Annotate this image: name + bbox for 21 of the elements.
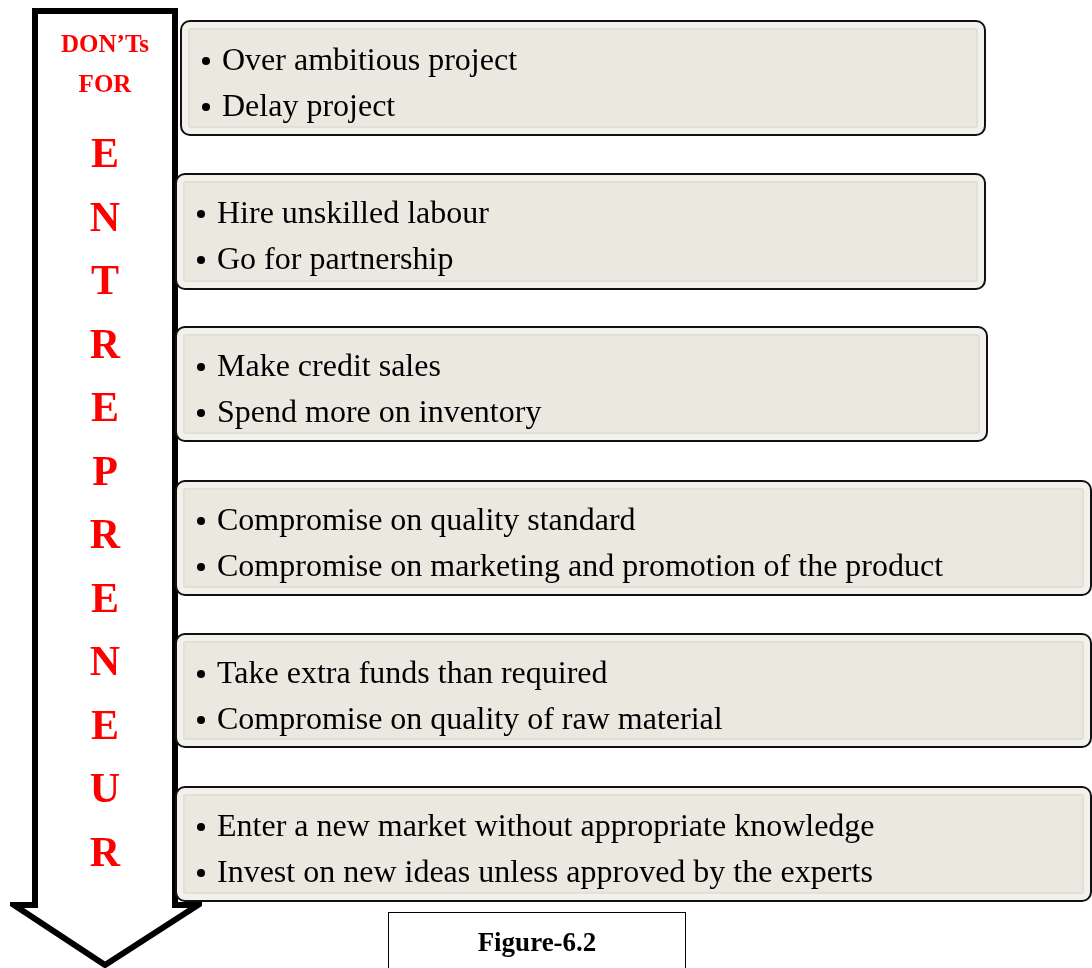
bullet-item: Enter a new market without appropriate knowledge (195, 802, 1090, 848)
bullet-item: Go for partnership (195, 235, 984, 281)
text-box (175, 786, 1092, 902)
bullet-item: Compromise on quality of raw material (195, 695, 1090, 741)
text-box (175, 480, 1092, 596)
heading-text: DON’Ts FOR (60, 29, 150, 99)
text-box (180, 20, 986, 136)
bullet-item: Hire unskilled labour (195, 189, 984, 235)
bullet-item: Spend more on inventory (195, 388, 986, 434)
text-box (175, 326, 988, 442)
bullet-item: Delay project (200, 82, 984, 128)
vertical-word: E N T R E P R E N E U R (88, 129, 122, 877)
bullet-item: Make credit sales (195, 342, 986, 388)
bullet-item: Take extra funds than required (195, 649, 1090, 695)
bullet-item: Invest on new ideas unless approved by the experts (195, 848, 1090, 894)
figure-caption: Figure-6.2 (388, 912, 686, 968)
bullet-item: Compromise on quality standard (195, 496, 1090, 542)
text-box (175, 173, 986, 290)
text-box (175, 633, 1092, 748)
bullet-item: Compromise on marketing and promotion of the product (195, 542, 1090, 588)
bullet-item: Over ambitious project (200, 36, 984, 82)
